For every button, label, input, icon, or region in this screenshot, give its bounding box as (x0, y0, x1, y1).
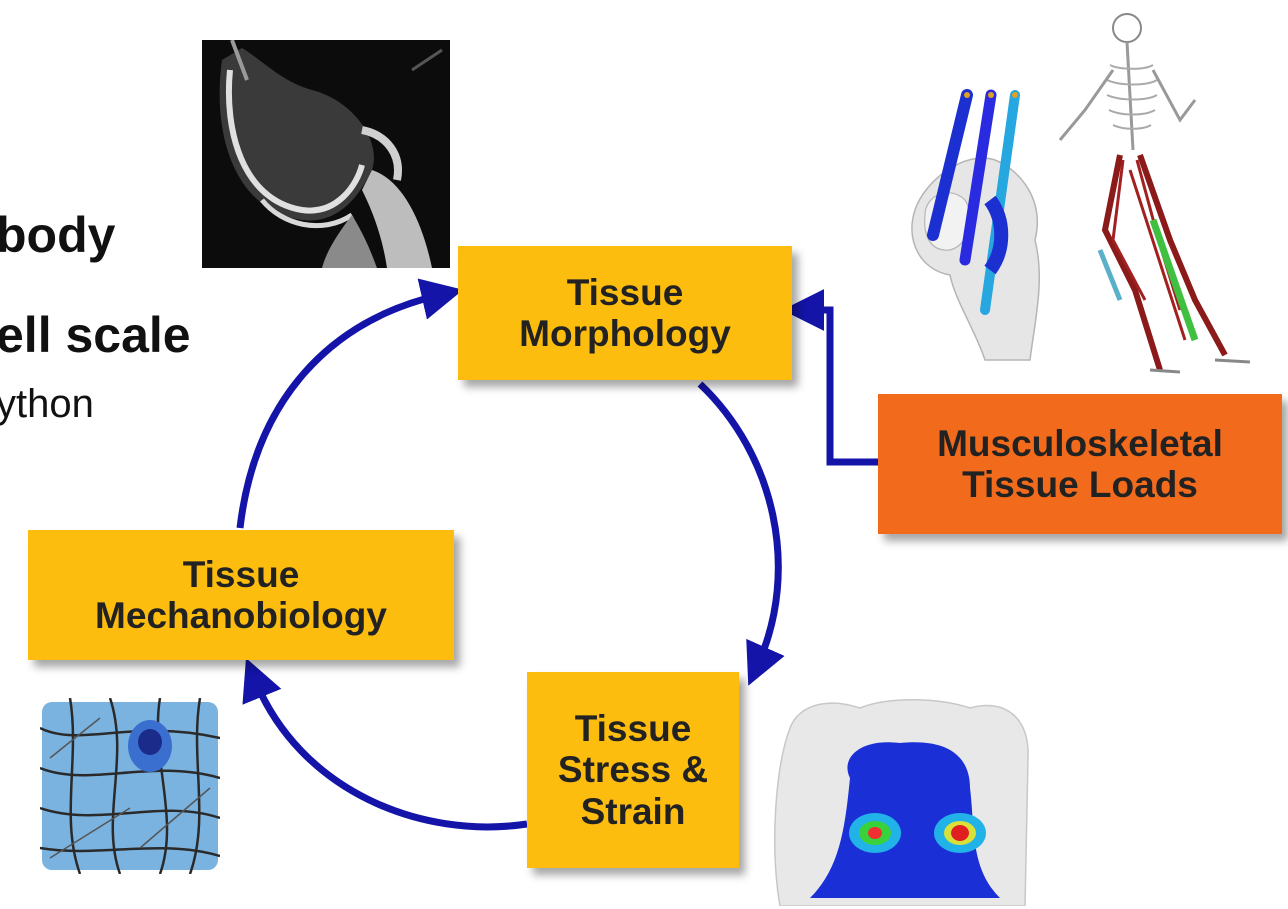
musculoskeletal-model-image (895, 10, 1280, 385)
node-tissue-morphology: Tissue Morphology (458, 246, 792, 380)
arrow-loads-to-morphology (806, 310, 878, 462)
knee-mri-image (202, 40, 450, 268)
node-tissue-mechanobiology-line-1: Tissue (183, 554, 300, 595)
node-tissue-morphology-line-1: Tissue (567, 272, 684, 313)
cell-matrix-image (40, 698, 220, 874)
node-tissue-stress-strain-line-1: Tissue (575, 708, 692, 749)
node-tissue-stress-strain: Tissue Stress & Strain (527, 672, 739, 868)
node-tissue-stress-strain-line-2: Stress & (558, 749, 708, 790)
node-tissue-stress-strain-line-3: Strain (581, 791, 686, 832)
arrow-mechanobiology-to-morphology (240, 295, 440, 528)
node-musculoskeletal-tissue-loads-line-2: Tissue Loads (962, 464, 1198, 505)
cartilage-stress-map-image (770, 698, 1032, 906)
node-tissue-morphology-line-2: Morphology (519, 313, 731, 354)
node-musculoskeletal-tissue-loads: Musculoskeletal Tissue Loads (878, 394, 1282, 534)
node-tissue-mechanobiology: Tissue Mechanobiology (28, 530, 454, 660)
node-musculoskeletal-tissue-loads-line-1: Musculoskeletal (937, 423, 1223, 464)
arrow-morphology-to-stress (700, 384, 778, 664)
arrow-stress-to-mechanobiology (255, 680, 527, 827)
node-tissue-mechanobiology-line-2: Mechanobiology (95, 595, 387, 636)
